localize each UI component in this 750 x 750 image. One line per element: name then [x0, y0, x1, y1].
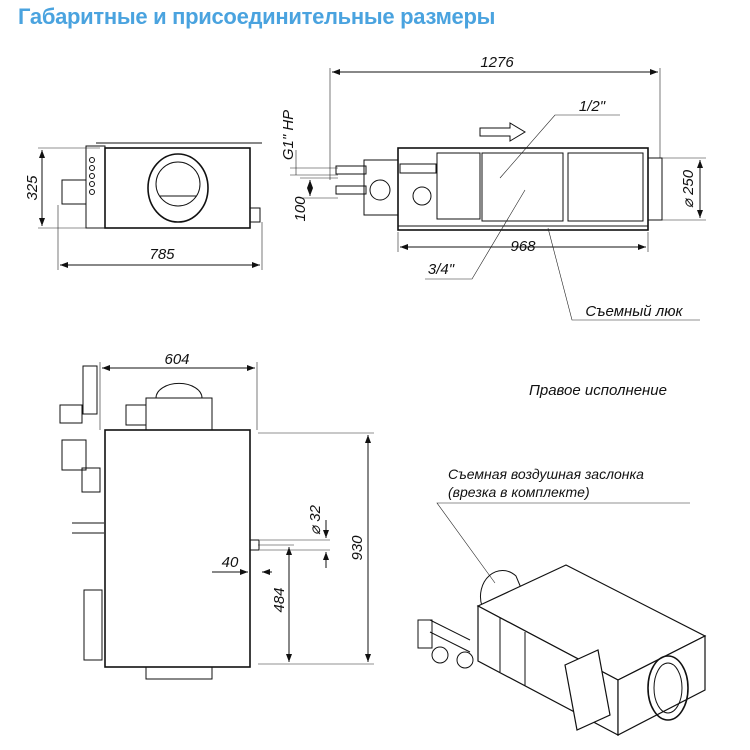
dim-spacing-100: 100 — [292, 196, 309, 222]
dim-height-325: 325 — [24, 175, 41, 201]
dim-length-930: 930 — [349, 535, 366, 561]
dim-width-604: 604 — [164, 351, 189, 368]
dim-length-1276: 1276 — [480, 54, 514, 71]
dim-body-968: 968 — [510, 238, 536, 255]
hatch-label: Съемный люк — [585, 303, 683, 320]
pipe-label-3-4: 3/4" — [428, 261, 455, 278]
dim-width-785: 785 — [149, 246, 175, 263]
variant-label: Правое исполнение — [529, 382, 667, 399]
front-view — [38, 142, 263, 270]
airflow-arrow-icon — [479, 122, 526, 142]
damper-note-line2: (врезка в комплекте) — [448, 484, 590, 500]
isometric-view — [417, 502, 707, 736]
dim-duct-250: ⌀ 250 — [680, 169, 697, 208]
damper-note-line1: Съемная воздушная заслонка — [448, 466, 644, 482]
dim-drain-40: 40 — [222, 554, 239, 571]
page-title: Габаритные и присоединительные размеры — [18, 4, 496, 29]
thread-g1-hp: G1" HP — [280, 110, 297, 160]
top-view — [59, 362, 374, 680]
pipe-label-1-2: 1/2" — [579, 98, 606, 115]
side-view — [290, 68, 706, 321]
dim-offset-484: 484 — [271, 587, 288, 612]
dim-drain-32: ⌀ 32 — [307, 504, 324, 535]
